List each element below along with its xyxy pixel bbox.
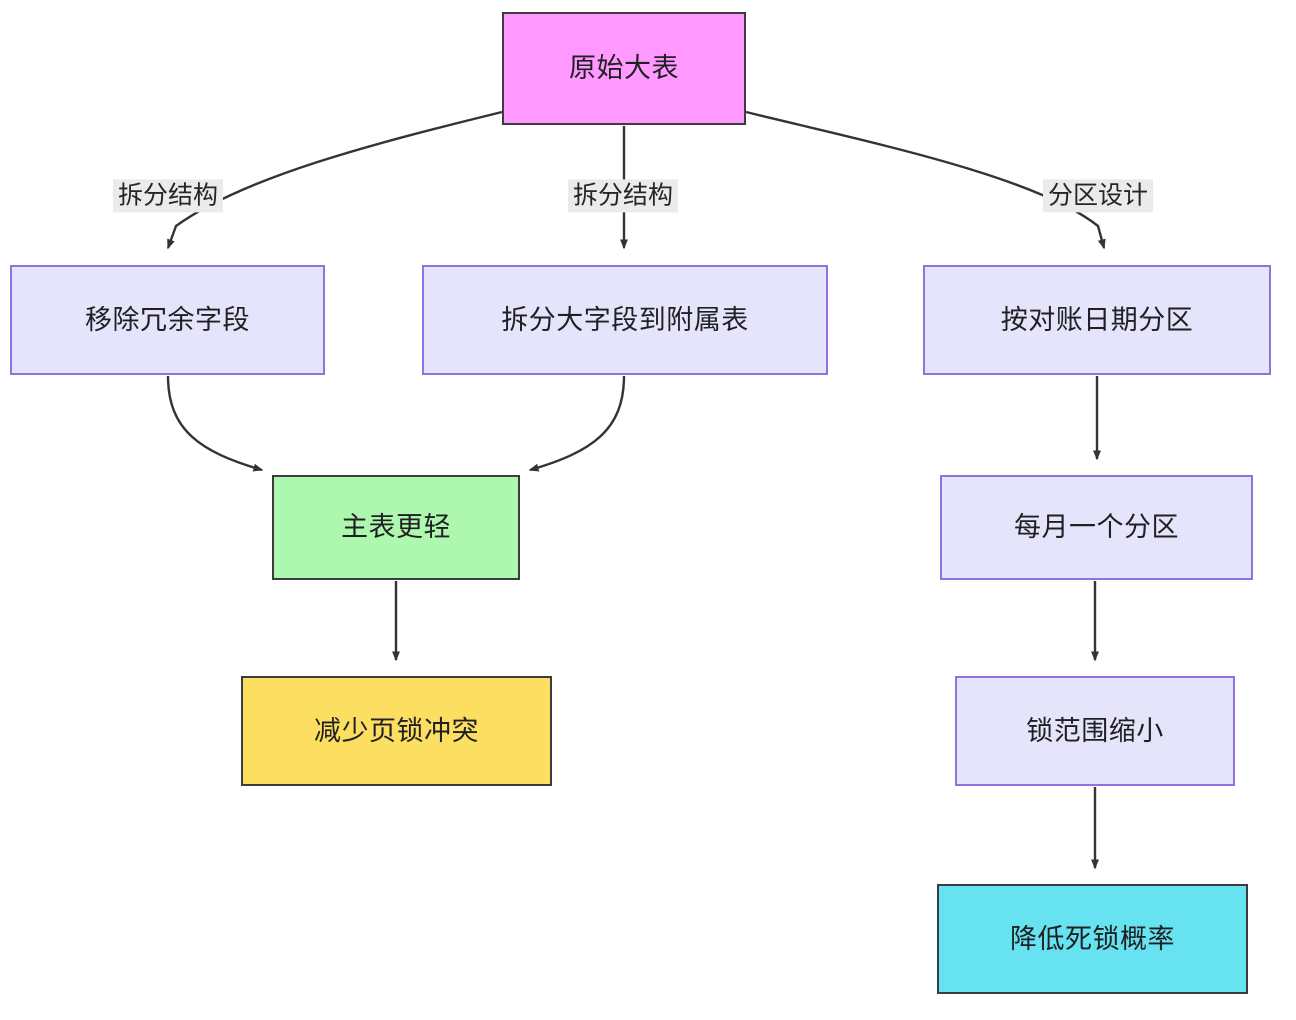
- node-label: 移除冗余字段: [85, 304, 250, 335]
- node-split-large-fields-to-side-table[interactable]: 拆分大字段到附属表: [422, 265, 828, 375]
- node-partition-by-reconciliation-date[interactable]: 按对账日期分区: [923, 265, 1271, 375]
- node-label: 减少页锁冲突: [314, 715, 479, 746]
- node-original-large-table[interactable]: 原始大表: [502, 12, 746, 125]
- node-main-table-lighter[interactable]: 主表更轻: [272, 475, 520, 580]
- node-lock-range-reduced[interactable]: 锁范围缩小: [955, 676, 1235, 786]
- node-label: 按对账日期分区: [1000, 304, 1194, 335]
- edge-split-large-fields-to-lighter-main: [528, 375, 626, 472]
- node-label: 原始大表: [569, 53, 679, 84]
- node-label: 主表更轻: [341, 512, 451, 543]
- node-remove-redundant-fields[interactable]: 移除冗余字段: [10, 265, 325, 375]
- node-label: 降低死锁概率: [1010, 923, 1175, 954]
- node-label: 锁范围缩小: [1026, 715, 1164, 746]
- edge-label-partition-design: 分区设计: [1042, 179, 1154, 213]
- node-label: 拆分大字段到附属表: [501, 304, 749, 335]
- node-reduce-deadlock-probability[interactable]: 降低死锁概率: [937, 884, 1248, 994]
- node-reduce-page-lock-conflicts[interactable]: 减少页锁冲突: [241, 676, 552, 786]
- edge-label-split-structure-middle: 拆分结构: [567, 179, 679, 213]
- node-label: 每月一个分区: [1014, 512, 1179, 543]
- edge-remove-redundant-to-lighter-main: [166, 375, 264, 472]
- edge-label-split-structure-left: 拆分结构: [112, 179, 224, 213]
- node-one-partition-per-month[interactable]: 每月一个分区: [940, 475, 1253, 580]
